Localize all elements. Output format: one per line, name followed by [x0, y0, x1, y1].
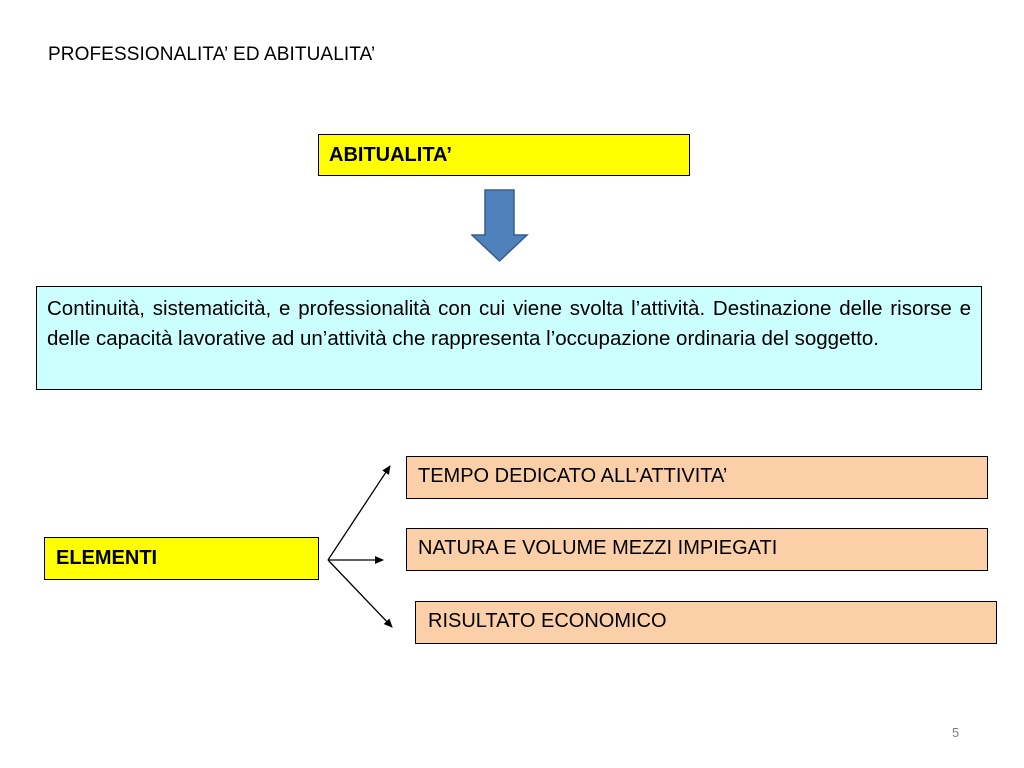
elementi-label: ELEMENTI	[56, 547, 158, 569]
abitualita-box: ABITUALITA’	[318, 134, 690, 176]
element-label-natura: NATURA E VOLUME MEZZI IMPIEGATI	[418, 537, 778, 559]
elementi-box: ELEMENTI	[44, 537, 319, 580]
down-arrow-icon	[471, 189, 529, 263]
element-label-risultato: RISULTATO ECONOMICO	[428, 610, 667, 632]
element-box-risultato: RISULTATO ECONOMICO	[415, 601, 997, 644]
element-label-tempo: TEMPO DEDICATO ALL’ATTIVITA’	[418, 465, 728, 487]
abitualita-label: ABITUALITA’	[329, 144, 452, 166]
connector-to-tempo	[327, 465, 391, 561]
slide-title: PROFESSIONALITA’ ED ABITUALITA’	[48, 44, 376, 65]
definition-text: Continuità, sistematicità, e professiona…	[47, 297, 971, 350]
page-number: 5	[952, 725, 960, 740]
element-box-tempo: TEMPO DEDICATO ALL’ATTIVITA’	[406, 456, 988, 499]
connector-to-risultato	[327, 559, 393, 628]
definition-box: Continuità, sistematicità, e professiona…	[36, 286, 982, 390]
element-box-natura: NATURA E VOLUME MEZZI IMPIEGATI	[406, 528, 988, 571]
